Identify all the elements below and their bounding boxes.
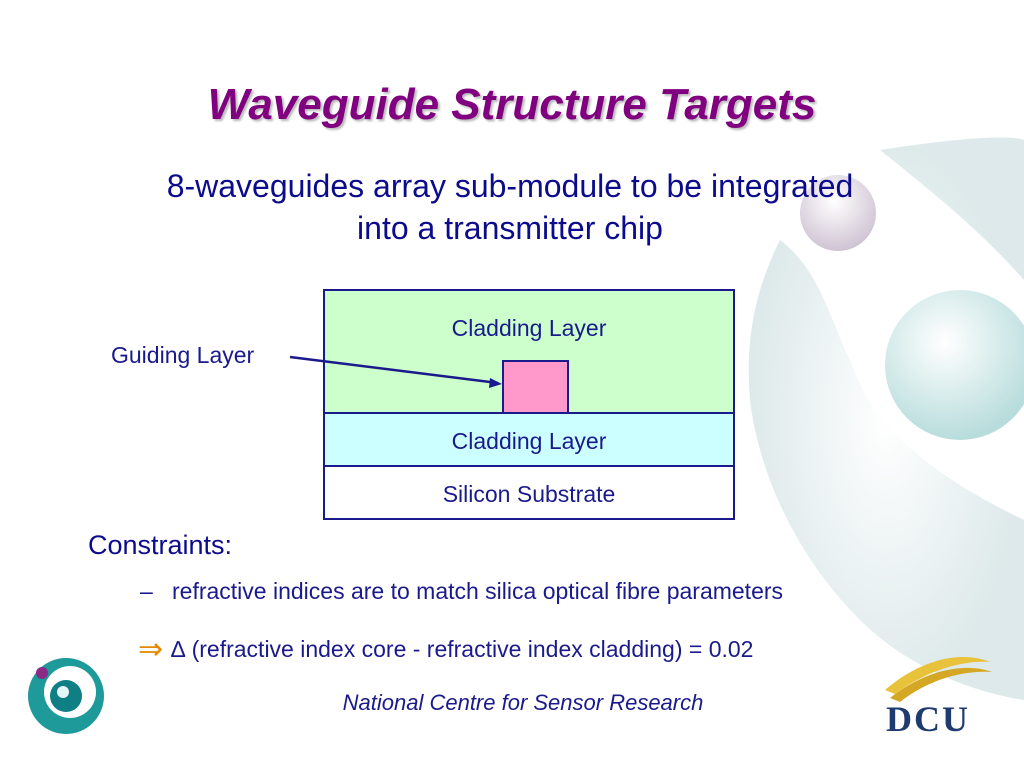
implies-arrow-icon: ⇒: [138, 633, 164, 666]
dcu-logo-text: DCU: [886, 699, 970, 739]
bullet-dash: –: [140, 578, 153, 604]
footer-organization: National Centre for Sensor Research: [342, 690, 704, 715]
guiding-layer-pointer: [289, 355, 499, 385]
constraints-heading: Constraints:: [88, 530, 233, 560]
substrate-label: Silicon Substrate: [442, 481, 616, 507]
bullet-text: refractive indices are to match silica o…: [172, 578, 784, 604]
lower-cladding-label: Cladding Layer: [451, 428, 607, 454]
upper-cladding-label: Cladding Layer: [451, 315, 607, 341]
dcu-swoosh-shape: [885, 657, 990, 694]
silicon-substrate-layer: [323, 465, 735, 520]
implication-text: (refractive index core - refractive inde…: [191, 636, 754, 662]
constraint-bullet: –refractive indices are to match silica …: [140, 578, 783, 605]
large-sphere: [885, 290, 1024, 440]
small-sphere: [800, 175, 876, 251]
swirl-arc-shape: [748, 137, 1024, 700]
delta-symbol: ∆: [171, 636, 186, 662]
page-title: Waveguide Structure Targets: [207, 80, 817, 129]
lower-cladding-layer: [323, 412, 735, 467]
guiding-core: [502, 360, 569, 414]
guiding-layer-label: Guiding Layer: [111, 342, 255, 368]
pointer-arrowhead: [489, 378, 502, 388]
subtitle: 8-waveguides array sub-module to be inte…: [166, 168, 854, 246]
delta-implication: ⇒ ∆ (refractive index core - refractive i…: [138, 632, 753, 667]
